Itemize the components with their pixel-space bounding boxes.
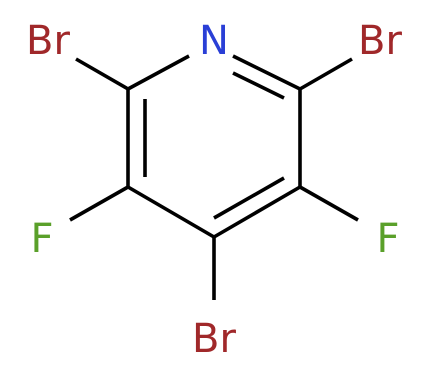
bond-c4-c5-double-inner: [213, 176, 285, 220]
atom-label-bromine-bottom: Br: [192, 316, 236, 362]
bond-c3-c4-single: [127, 185, 215, 239]
atom-label-nitrogen: N: [199, 18, 229, 64]
bond-n1-c6-double-inner: [232, 71, 285, 100]
bond-n1-c2-single: [127, 54, 190, 91]
atom-labels: N Br Br F F Br: [26, 18, 402, 362]
bond-c5-f: [299, 185, 359, 222]
bond-n1-c6-double-outer: [232, 54, 301, 91]
bond-c2-br: [75, 57, 129, 91]
bond-c3-f: [69, 185, 129, 222]
bond-c4-c5-double-outer: [213, 185, 301, 239]
atom-label-fluorine-right: F: [376, 216, 399, 262]
bond-c6-br: [299, 57, 353, 91]
atom-label-bromine-left: Br: [26, 18, 70, 64]
atom-label-fluorine-left: F: [30, 216, 53, 262]
atom-label-bromine-right: Br: [358, 18, 402, 64]
bonds: [69, 54, 359, 300]
